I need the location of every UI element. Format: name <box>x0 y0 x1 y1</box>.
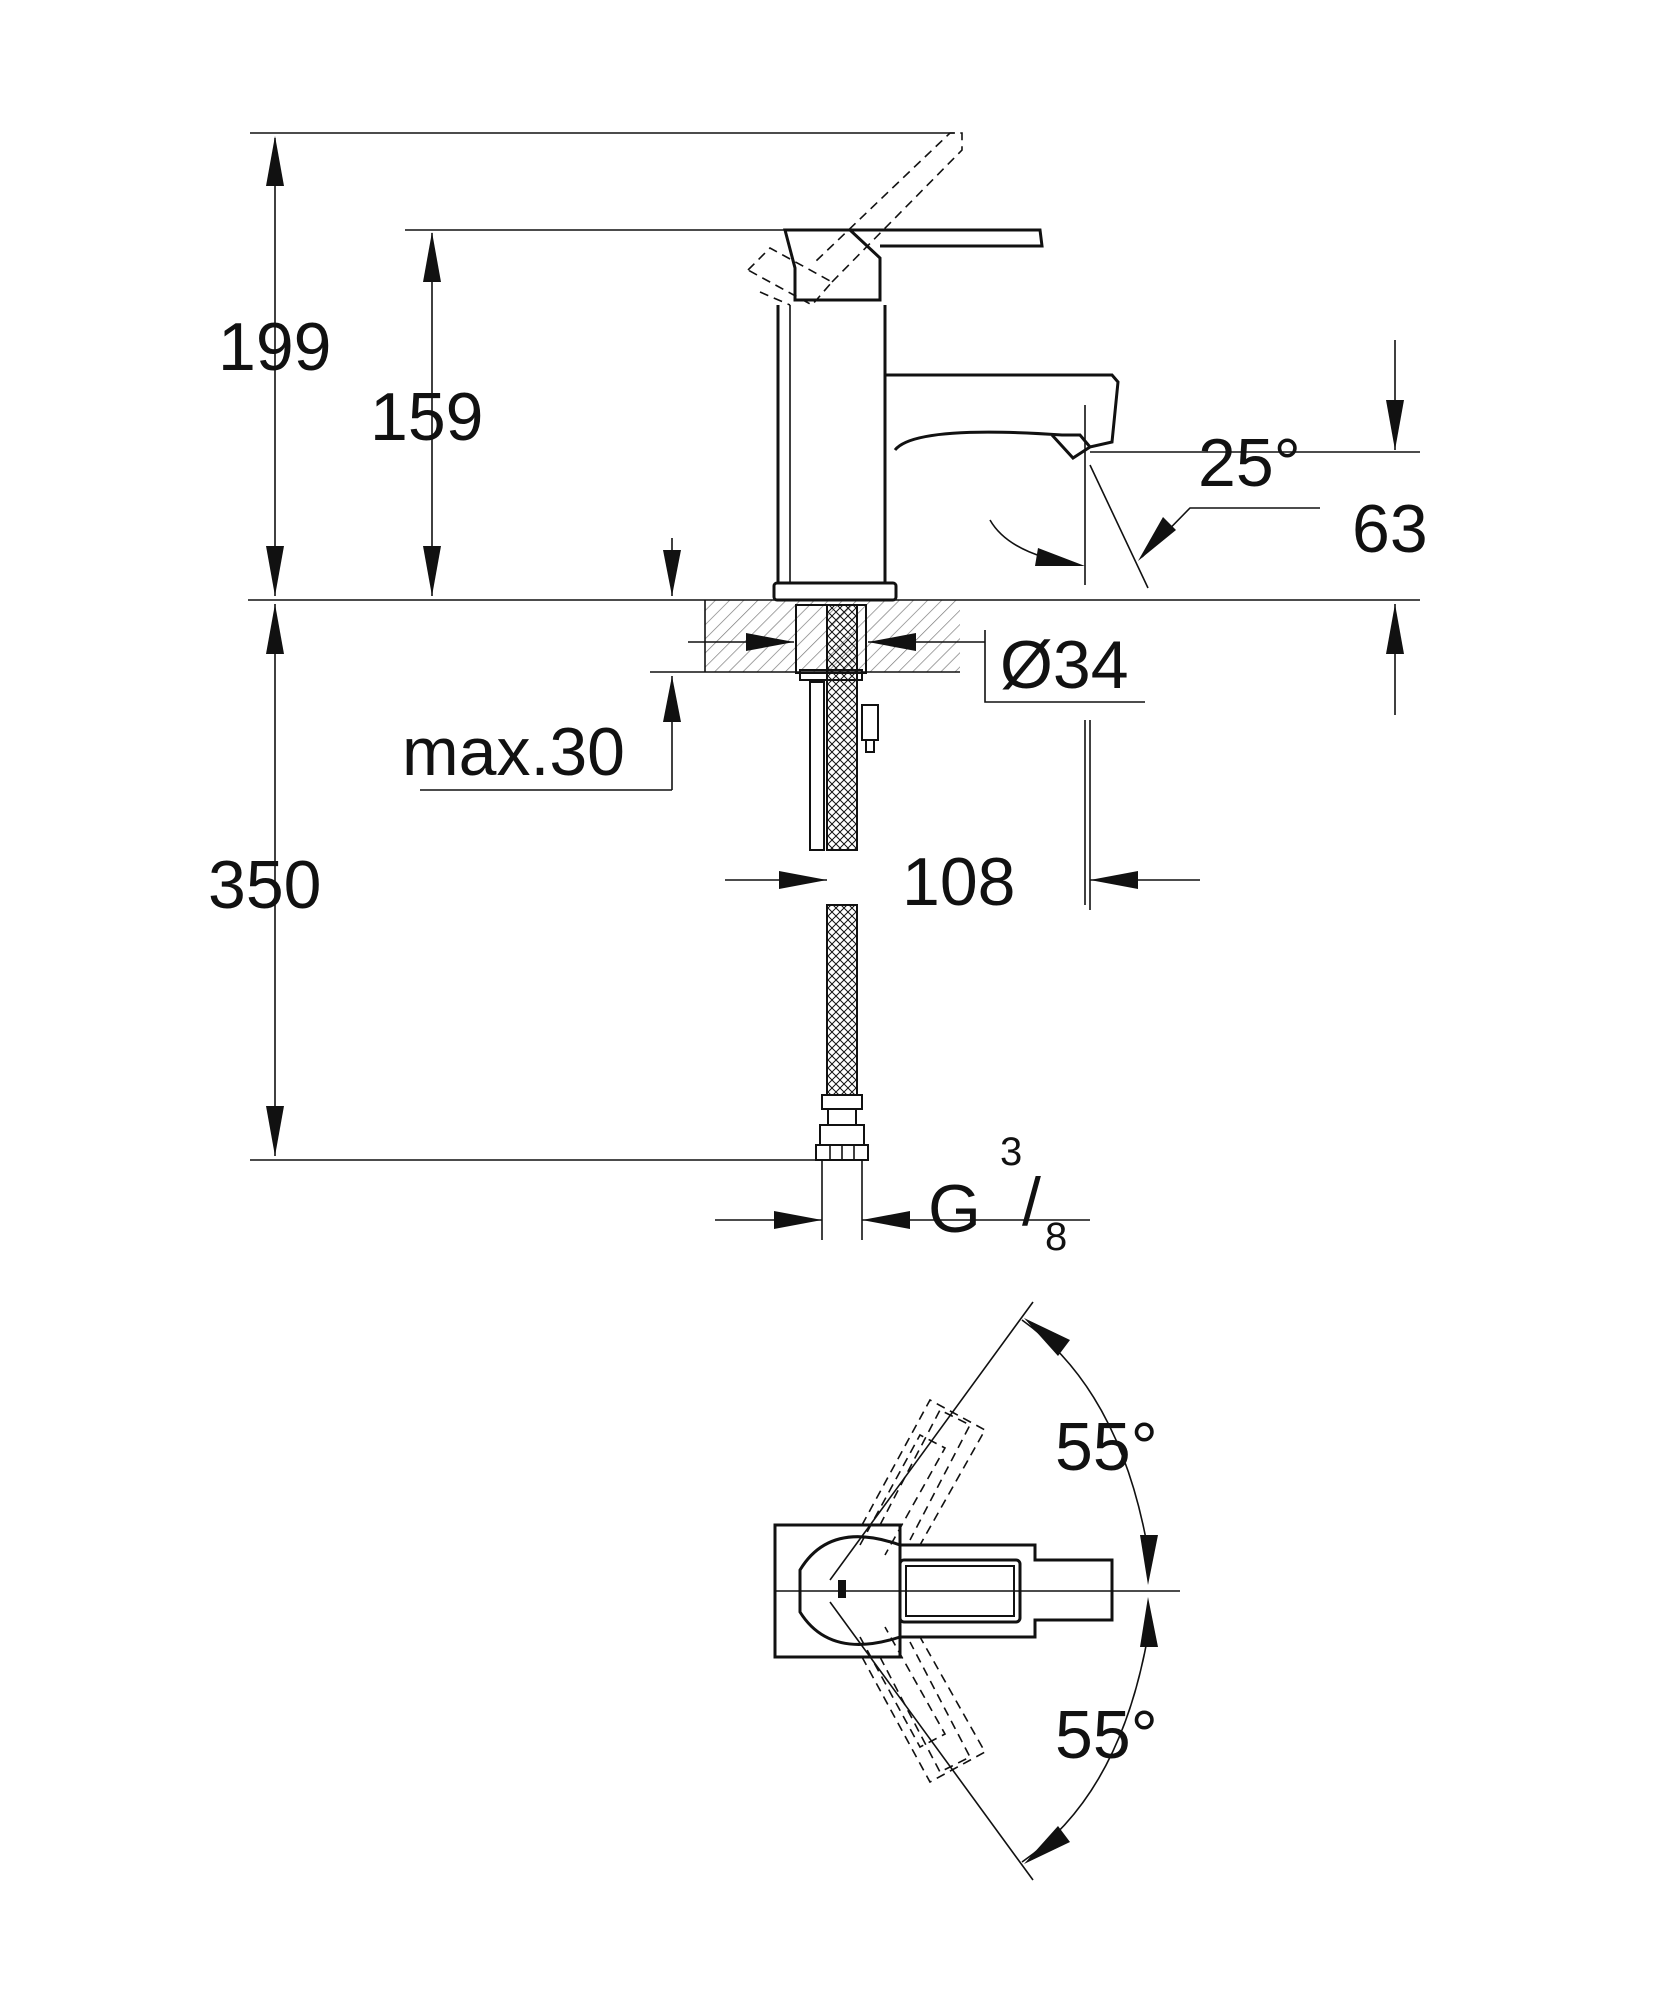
top-view-body <box>773 1523 1180 1659</box>
top-view-angle-lines <box>829 1301 1158 1881</box>
side-view: 199 159 350 63 25° Ø34 max.30 108 G 3 / … <box>208 132 1428 1259</box>
dim-thread-den: 8 <box>1045 1215 1067 1259</box>
dim-hole-diameter: Ø34 <box>1000 627 1129 703</box>
top-view: 55° 55° <box>773 1301 1180 1881</box>
dim-hose-length: 350 <box>208 847 321 923</box>
dim-thread-num: 3 <box>1000 1130 1022 1174</box>
dim-deck-thickness: max.30 <box>402 714 625 790</box>
dim-body-height: 159 <box>370 379 483 455</box>
top-view-angle-cold: 55° <box>1055 1697 1158 1773</box>
top-view-angle-hot: 55° <box>1055 1409 1158 1485</box>
dim-thread-g: G <box>928 1171 981 1247</box>
dim-spout-height: 63 <box>1352 491 1428 567</box>
top-view-dashed-positions <box>859 1398 987 1784</box>
dim-total-height: 199 <box>218 309 331 385</box>
faucet-body <box>772 228 1120 602</box>
dim-thread-sep: / <box>1022 1164 1041 1240</box>
dim-projection: 108 <box>902 844 1015 920</box>
lever-raised-dashed <box>746 132 963 307</box>
dimension-lines <box>266 136 1404 1229</box>
dim-spout-angle: 25° <box>1198 425 1301 501</box>
supply-hose <box>809 604 879 1240</box>
